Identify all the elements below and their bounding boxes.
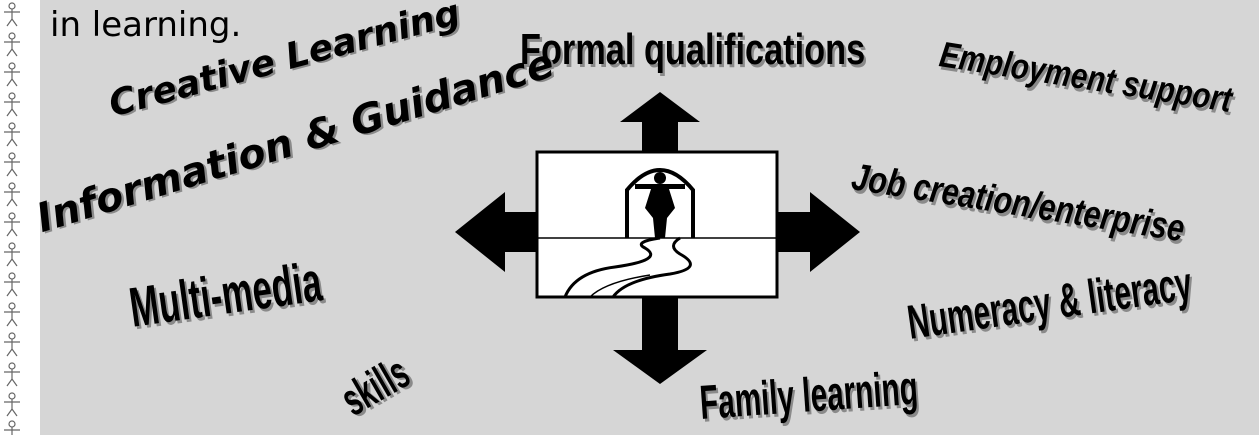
arrow-up-icon xyxy=(620,92,700,152)
person-icon-border xyxy=(0,0,40,435)
intro-text: in learning. xyxy=(50,5,242,45)
label-formal-qualifications: Formal qualifications xyxy=(520,25,866,74)
figure-in-doorway-with-winding-path-icon xyxy=(535,150,779,299)
arrow-left-icon xyxy=(455,192,537,272)
arrow-down-icon xyxy=(613,297,707,384)
person-outline-icon-column xyxy=(3,2,21,435)
arrow-right-icon xyxy=(777,192,860,272)
central-diagram xyxy=(455,92,860,384)
